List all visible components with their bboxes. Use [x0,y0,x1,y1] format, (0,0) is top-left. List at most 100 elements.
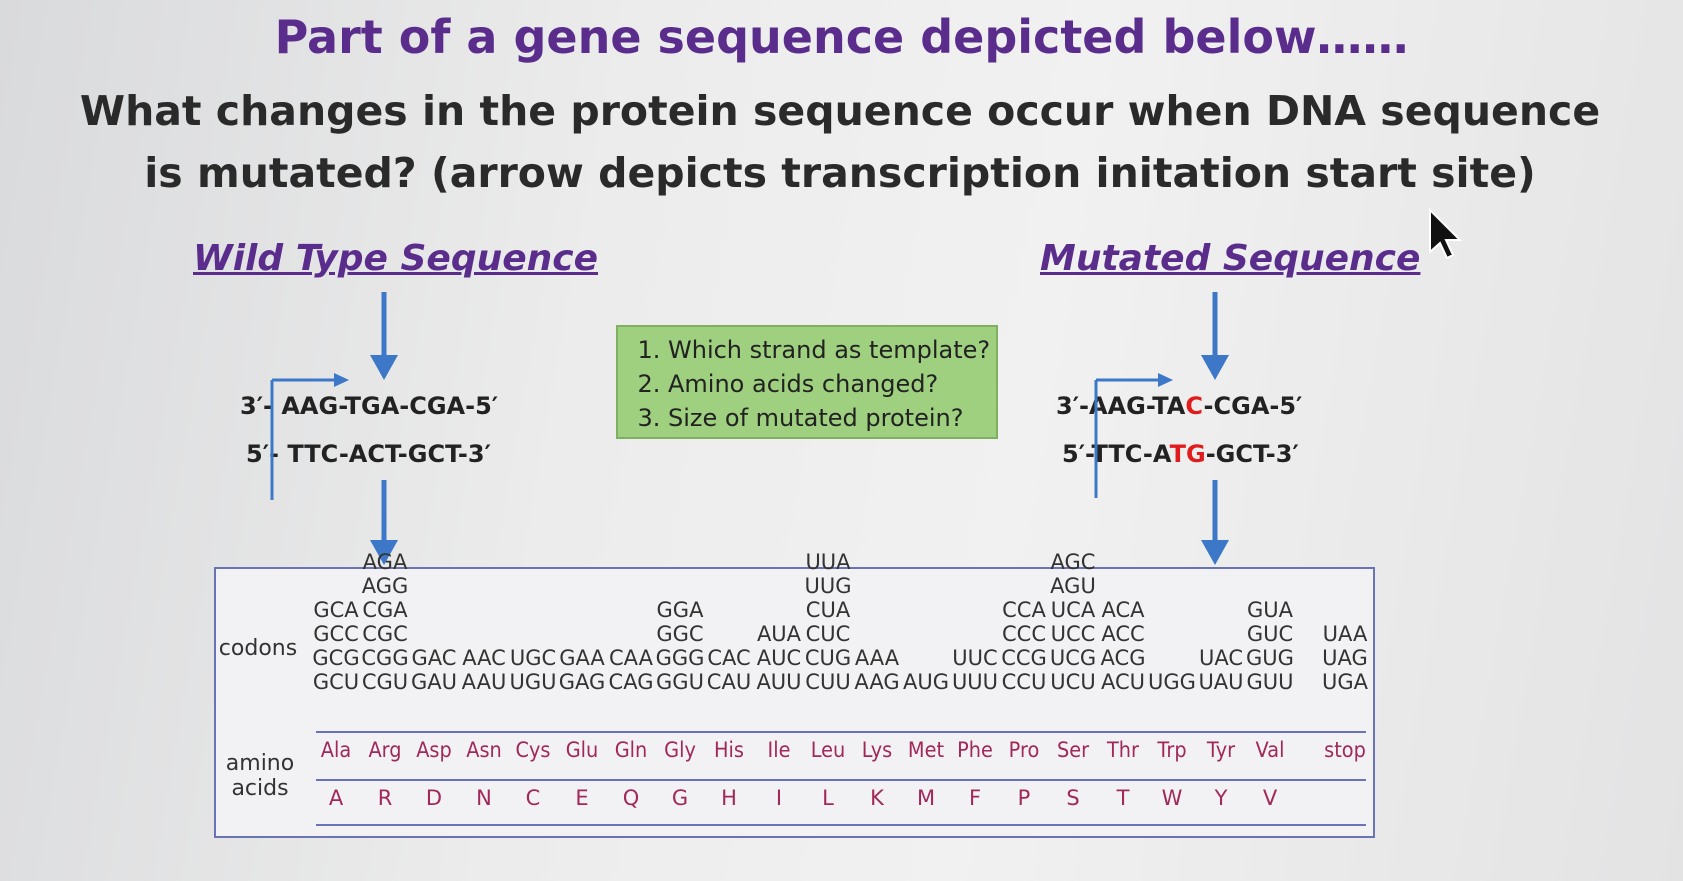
amino-acid-3letter: His [714,738,744,762]
codon: UUA [805,550,851,574]
wild-start-site-arrow-icon [270,373,349,500]
codon: GGA [656,598,704,622]
codon: CGG [361,646,409,670]
amino-acid-3letter: Cys [515,738,551,762]
codon: GUU [1246,670,1294,694]
amino-acid-3letter: Gln [614,738,648,762]
amino-acid-1letter: V [1262,786,1278,810]
amino-acid-3letter: Gly [664,738,696,762]
codon: CCA [1002,598,1046,622]
amino-acid-3letter: Thr [1107,738,1139,762]
mutated-bottom-seq-c: -GCT-3′ [1205,440,1299,468]
codon: CCU [1001,670,1047,694]
codon: GCG [312,646,360,670]
codon: UAC [1198,646,1244,670]
wild-top-strand: 3′- AAG-TGA-CGA-5′ [240,392,498,420]
codon: CCC [1002,622,1046,646]
codon: UAU [1198,670,1244,694]
mutated-top-strand: 3′-AAG-TAC-CGA-5′ [1056,392,1302,420]
amino-acid-1letter: Y [1214,786,1228,810]
codon: GUG [1246,646,1294,670]
amino-acid-1letter: S [1066,786,1080,810]
amino-acid-1letter: C [525,786,541,810]
mutated-top-seq-a: AAG-TA [1089,392,1186,420]
codon: GCU [312,670,360,694]
question-text: What changes in the protein sequence occ… [79,87,1601,197]
codon: UCG [1049,646,1097,670]
codon: CUG [804,646,852,670]
codon: UGC [509,646,557,670]
codon: UCC [1050,622,1096,646]
codon: CCG [1001,646,1047,670]
codon: ACU [1100,670,1146,694]
amino-acid-1letter: R [377,786,393,810]
codon: UUG [804,574,852,598]
amino-acid-3letter: Phe [957,738,993,762]
codon: ACC [1101,622,1145,646]
codon: UUU [951,670,999,694]
codon: AAG [854,670,900,694]
table-divider-2 [316,779,1366,781]
wild-bottom-strand: 5′- TTC-ACT-GCT-3′ [246,440,491,468]
codon: GGC [656,622,704,646]
mutated-heading: Mutated Sequence [1040,238,1421,279]
amino-acid-1letter: N [476,786,492,810]
codon: GCC [313,622,359,646]
amino-acid-1letter: A [328,786,344,810]
questions-box: Which strand as template? Amino acids ch… [616,325,998,439]
codon: CGA [362,598,408,622]
amino-acid-1letter: K [870,786,884,810]
codon: UCU [1050,670,1096,694]
amino-acid-3letter: Ala [320,738,352,762]
amino-acid-3letter: Lys [861,738,893,762]
codon-table [214,567,1375,838]
amino-acid-3letter: Asp [416,738,452,762]
codon: CUA [805,598,851,622]
wild-down-arrow-top-icon [370,292,398,380]
codon: UGA [1321,670,1368,694]
amino-acid-3letter: Leu [810,738,846,762]
page-title: Part of a gene sequence depicted below…… [274,10,1409,64]
amino-acid-1letter: H [721,786,737,810]
mutated-bottom-changed-bases: TG [1169,440,1206,468]
question-item-1: Which strand as template? [668,333,996,367]
codon: UAG [1322,646,1368,670]
amino-acid-3letter: Glu [565,738,599,762]
amino-acid-1letter: D [425,786,443,810]
amino-acid-1letter: E [575,786,589,810]
codon: UCA [1050,598,1096,622]
codon: CGC [362,622,408,646]
codon: CGU [361,670,409,694]
wild-down-arrow-bottom-icon [370,480,398,565]
codon: GAC [411,646,457,670]
codon-column: UGG [1142,670,1202,694]
amino-acid-3letter: stop [1324,738,1366,762]
codon: AAA [854,646,900,670]
codon: GUC [1246,622,1294,646]
codon: UUC [952,646,998,670]
codon: AAU [461,670,507,694]
codon: GCA [313,598,359,622]
mutated-down-arrow-top-icon [1201,292,1229,380]
question-item-2: Amino acids changed? [668,367,996,401]
mutated-start-site-arrow-icon [1094,373,1173,498]
codon: CAU [706,670,752,694]
amino-acid-1letter: F [968,786,982,810]
amino-acid-1letter: P [1017,786,1031,810]
codon: UGU [509,670,557,694]
codon: AUG [902,670,949,694]
amino-acid-3letter: Val [1255,738,1285,762]
